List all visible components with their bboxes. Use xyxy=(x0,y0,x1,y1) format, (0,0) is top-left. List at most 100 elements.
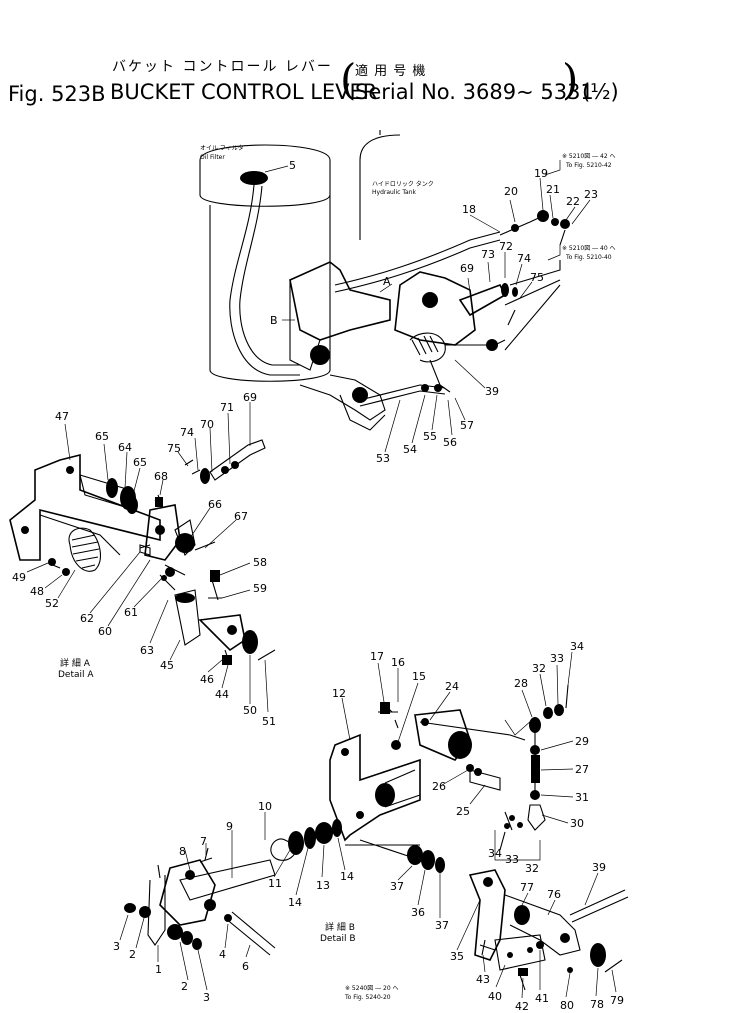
part-number: 32 xyxy=(532,662,546,675)
part-number: 31 xyxy=(575,791,589,804)
part-number: 75 xyxy=(167,442,181,455)
part-number: 8 xyxy=(179,845,186,858)
part-number: 10 xyxy=(258,800,272,813)
part-number: 33 xyxy=(550,652,564,665)
part-number: 71 xyxy=(220,401,234,414)
part-number: 44 xyxy=(215,688,229,701)
part-number: 62 xyxy=(80,612,94,625)
part-number: 28 xyxy=(514,677,528,690)
part-number: 67 xyxy=(234,510,248,523)
part-number: 65 xyxy=(133,456,147,469)
part-number: 23 xyxy=(584,188,598,201)
detail-b-label-jp: 詳 細 B xyxy=(325,921,355,933)
part-number: 9 xyxy=(226,820,233,833)
upper-linkage-drawing xyxy=(289,210,570,431)
close-paren-glyph: ) xyxy=(562,55,579,104)
part-number: 1 xyxy=(155,963,162,976)
part-number: 75 xyxy=(530,271,544,284)
part-number: 20 xyxy=(504,185,518,198)
part-number: 64 xyxy=(118,441,132,454)
serial-range: Serial No. 3689∼ 5331 xyxy=(355,80,594,104)
open-paren-glyph: ( xyxy=(340,55,357,104)
part-number: 26 xyxy=(432,780,446,793)
part-number: 14 xyxy=(288,896,302,909)
part-number: 14 xyxy=(340,870,354,883)
part-number: 77 xyxy=(520,881,534,894)
part-number: 24 xyxy=(445,680,459,693)
part-number: 70 xyxy=(200,418,214,431)
ref-mid-jp: ※ 5210図 ― 40 へ xyxy=(562,245,616,252)
part-number: 37 xyxy=(390,880,404,893)
part-number: 60 xyxy=(98,625,112,638)
part-number: 73 xyxy=(481,248,495,261)
part-number: 68 xyxy=(154,470,168,483)
part-number: 78 xyxy=(590,998,604,1011)
top-leader-lines xyxy=(264,160,591,453)
part-number: 80 xyxy=(560,999,574,1012)
part-number: 22 xyxy=(566,195,580,208)
view-a-marker: A xyxy=(383,275,391,288)
part-number: 65 xyxy=(95,430,109,443)
part-number: 37 xyxy=(435,919,449,932)
part-number: 39 xyxy=(485,385,499,398)
part-number: 2 xyxy=(129,948,136,961)
ref-bottom-en: To Fig. 5240-20 xyxy=(344,994,391,1001)
oil-filter-note-jp: オイル フィルタ xyxy=(200,144,244,152)
part-number: 3 xyxy=(203,991,210,1004)
serial-label-japanese: 適 用 号 機 xyxy=(355,64,427,79)
part-number: 42 xyxy=(515,1000,529,1013)
part-number: 36 xyxy=(411,906,425,919)
part-number: 17 xyxy=(370,650,384,663)
part-number: 32 xyxy=(525,862,539,875)
detail-b-drawing xyxy=(124,684,629,991)
oil-filter-drawing xyxy=(199,144,331,382)
part-number: 7 xyxy=(200,835,207,848)
tank-note-en: Hydraulic Tank xyxy=(372,189,417,196)
part-number: 2 xyxy=(181,980,188,993)
part-number: 11 xyxy=(268,877,282,890)
part-number: 34 xyxy=(570,640,584,653)
part-number: 27 xyxy=(575,763,589,776)
part-number: 12 xyxy=(332,687,346,700)
detail-a-label-jp: 詳 細 A xyxy=(60,657,91,669)
figure-number: Fig. 523B xyxy=(8,82,106,106)
title-japanese: バケット コントロール レバー xyxy=(112,59,333,75)
part-number: 57 xyxy=(460,419,474,432)
part-number: 33 xyxy=(505,853,519,866)
part-number: 30 xyxy=(570,817,584,830)
part-number: 6 xyxy=(242,960,249,973)
part-number: 55 xyxy=(423,430,437,443)
part-number: 52 xyxy=(45,597,59,610)
part-number: 76 xyxy=(547,888,561,901)
part-number: 41 xyxy=(535,992,549,1005)
ref-top-jp: ※ 5210図 ― 42 へ xyxy=(562,153,616,160)
part-number: 25 xyxy=(456,805,470,818)
part-number: 59 xyxy=(253,582,267,595)
ref-bottom-jp: ※ 5240図 ― 20 へ xyxy=(345,985,399,992)
part-number: 51 xyxy=(262,715,276,728)
detail-b-label-en: Detail B xyxy=(320,934,356,944)
part-number: 40 xyxy=(488,990,502,1003)
part-number: 39 xyxy=(592,861,606,874)
part-number-callouts: 5 18 19 20 21 22 23 69 73 72 74 75 39 53… xyxy=(12,159,624,1013)
tank-note-jp: ハイドロリック タンク xyxy=(372,180,434,188)
part-number: 13 xyxy=(316,879,330,892)
ref-top-en: To Fig. 5210-42 xyxy=(565,162,612,169)
part-number: 50 xyxy=(243,704,257,717)
part-number: 15 xyxy=(412,670,426,683)
part-number: 5 xyxy=(289,159,296,172)
part-number: 58 xyxy=(253,556,267,569)
part-number: 56 xyxy=(443,436,457,449)
part-number: 61 xyxy=(124,606,138,619)
part-number: 46 xyxy=(200,673,214,686)
part-number: 34 xyxy=(488,847,502,860)
part-number: 69 xyxy=(243,391,257,404)
page-header: Fig. 523B バケット コントロール レバー BUCKET CONTROL… xyxy=(0,0,734,110)
part-number: 54 xyxy=(403,443,417,456)
part-number: 45 xyxy=(160,659,174,672)
part-number: 47 xyxy=(55,410,69,423)
ref-mid-en: To Fig. 5210-40 xyxy=(565,254,612,261)
part-number: 79 xyxy=(610,994,624,1007)
